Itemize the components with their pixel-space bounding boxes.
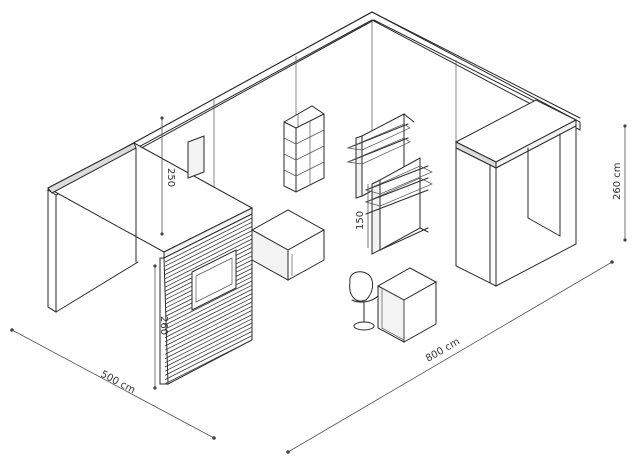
slat-line: [164, 221, 253, 267]
slat-line: [164, 318, 253, 364]
slat-line: [164, 284, 253, 330]
slat-line: [164, 339, 253, 385]
slat-line: [164, 234, 253, 280]
slat-line: [164, 305, 253, 351]
dim-label-250: 250: [165, 168, 176, 187]
slatted-panel: [159, 213, 253, 385]
low-box: [250, 209, 326, 281]
dim-label-150: 150: [355, 211, 366, 230]
panel-screen: [191, 249, 237, 311]
left-side-wall: [47, 189, 139, 313]
dim-shelf-height: 150: [355, 184, 369, 248]
left-header-roof: [46, 135, 254, 263]
slat-line: [164, 335, 253, 380]
slat-line: [164, 297, 253, 343]
slat-line: [164, 310, 253, 355]
slat-line: [164, 226, 253, 271]
slat-line: [164, 326, 253, 372]
slat-line: [164, 293, 253, 338]
slat-line: [164, 289, 253, 334]
dim-label-260-left: 260: [158, 316, 169, 335]
slat-line: [164, 301, 253, 347]
chair: [349, 271, 379, 331]
slat-line: [164, 238, 253, 284]
counter: [376, 267, 438, 343]
dim-height-front: 260: [153, 264, 169, 390]
slat-line: [164, 230, 253, 275]
dim-height-right: 260 cm: [612, 124, 627, 242]
slat-line: [164, 322, 253, 368]
cube-shelf: [283, 105, 325, 193]
slat-line: [164, 331, 253, 376]
dim-label-800: 800 cm: [424, 336, 462, 364]
storage-room: [454, 99, 578, 287]
slat-line: [164, 314, 253, 359]
slat-line: [164, 217, 253, 263]
slat-line: [164, 280, 253, 326]
dim-width: 800 cm: [286, 260, 614, 454]
dim-label-500: 500 cm: [99, 369, 137, 396]
display-rack-front: [364, 157, 433, 255]
dim-height-inner: 250: [160, 116, 176, 236]
dim-label-260-right: 260 cm: [612, 162, 623, 200]
